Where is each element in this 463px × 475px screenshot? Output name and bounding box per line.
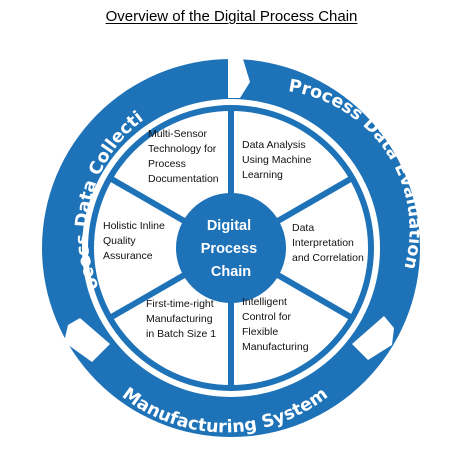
hub-line: Process	[201, 241, 257, 257]
segment-label-data-interpretation: Data Interpretation and Correlation	[292, 222, 364, 264]
segment-label-first-time-right: First-time-right Manufacturing in Batch …	[146, 298, 217, 340]
ring-separator-right	[352, 316, 394, 360]
segment-label-intelligent-control: Intelligent Control for Flexible Manufac…	[242, 296, 309, 353]
hub-line: Digital	[207, 218, 251, 234]
hub-line: Chain	[211, 264, 251, 280]
segment-label-multi-sensor: Multi-Sensor Technology for Process Docu…	[148, 128, 219, 185]
ring-separator-left	[64, 318, 110, 362]
ring-separator-top	[228, 59, 250, 98]
diagram-title: Overview of the Digital Process Chain	[105, 8, 358, 25]
segment-label-holistic-quality: Holistic Inline Quality Assurance	[103, 220, 168, 262]
hub-circle	[176, 193, 286, 303]
svg-text:Digital Process Chain: Digital Process Chain	[201, 218, 261, 280]
segment-label-data-analysis: Data Analysis Using Machine Learning	[242, 139, 314, 181]
